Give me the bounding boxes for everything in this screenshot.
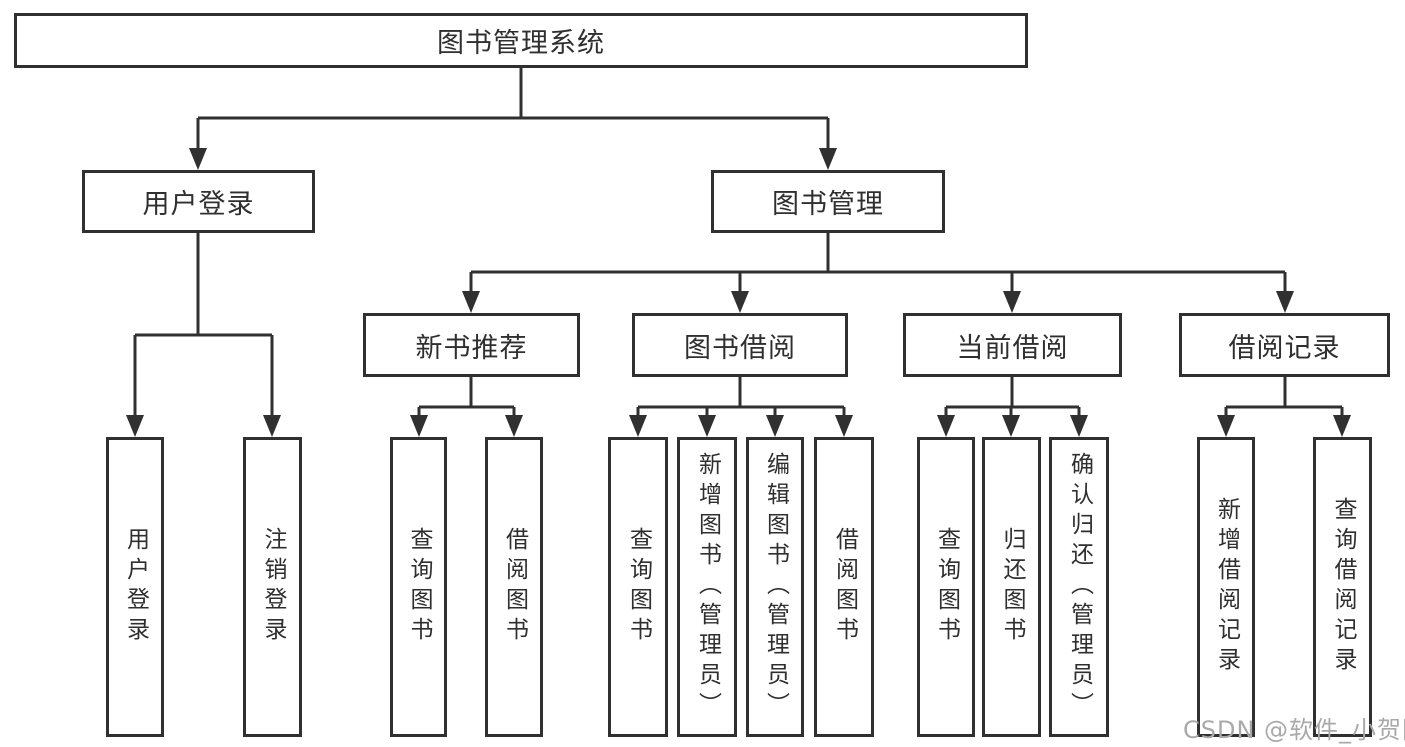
node-book-management: 图书管理 xyxy=(711,170,945,233)
node-label: 图书管理系统 xyxy=(437,28,605,59)
leaf-logout-login: 注销登录 xyxy=(243,437,302,737)
node-borrowing-records: 借阅记录 xyxy=(1179,313,1390,377)
node-label: 注销登录 xyxy=(260,527,286,647)
node-label: 新书推荐 xyxy=(415,332,528,364)
connector-root-to-level2 xyxy=(189,68,837,170)
node-label: 图书借阅 xyxy=(684,332,796,364)
watermark: CSDN @软件_小贺同学 xyxy=(1183,716,1405,744)
connector-new-book-recommend-to-children xyxy=(410,377,523,437)
node-label: 用户登录 xyxy=(122,527,149,647)
node-label: 图书管理 xyxy=(772,189,884,220)
connector-borrowing-records-to-children xyxy=(1217,377,1351,437)
node-label: 归还图书 xyxy=(999,527,1025,647)
leaf-edit-books-admin: 编辑图书（管理员） xyxy=(746,437,804,737)
leaf-query-books-recommend: 查询图书 xyxy=(390,437,447,737)
node-book-borrowing: 图书借阅 xyxy=(632,313,848,377)
leaf-add-books-admin: 新增图书（管理员） xyxy=(677,437,737,737)
node-label: 查询图书 xyxy=(933,527,960,647)
leaf-confirm-return-admin: 确认归还（管理员） xyxy=(1049,437,1109,737)
node-label: 查询借阅记录 xyxy=(1330,497,1356,677)
leaf-borrow-books-recommend: 借阅图书 xyxy=(485,437,543,737)
node-library-management-system: 图书管理系统 xyxy=(14,13,1028,68)
node-new-book-recommend: 新书推荐 xyxy=(363,313,580,377)
leaf-query-books-current: 查询图书 xyxy=(917,437,975,737)
node-label: 新增图书（管理员） xyxy=(694,452,721,722)
node-label: 用户登录 xyxy=(142,189,255,220)
node-user-login: 用户登录 xyxy=(82,170,315,233)
leaf-query-books-borrowing: 查询图书 xyxy=(608,437,668,737)
leaf-user-login: 用户登录 xyxy=(106,437,164,737)
connector-user-login-to-children xyxy=(126,233,281,437)
node-label: 编辑图书（管理员） xyxy=(762,452,789,722)
node-label: 查询图书 xyxy=(406,527,432,647)
connector-book-borrowing-to-children xyxy=(629,377,853,437)
node-label: 借阅记录 xyxy=(1228,332,1341,364)
leaf-borrow-books: 借阅图书 xyxy=(814,437,874,737)
node-label: 新增借阅记录 xyxy=(1213,497,1240,677)
connector-current-borrowing-to-children xyxy=(937,377,1088,437)
leaf-query-borrow-record: 查询借阅记录 xyxy=(1313,437,1372,737)
node-label: 借阅图书 xyxy=(501,527,528,647)
node-label: 当前借阅 xyxy=(956,332,1069,364)
leaf-return-books: 归还图书 xyxy=(982,437,1041,737)
node-current-borrowing: 当前借阅 xyxy=(903,313,1122,377)
connector-book-management-to-level3 xyxy=(462,233,1294,313)
node-label: 借阅图书 xyxy=(831,527,858,647)
node-label: 查询图书 xyxy=(625,527,652,647)
node-label: 确认归还（管理员） xyxy=(1066,452,1093,722)
leaf-add-borrow-record: 新增借阅记录 xyxy=(1197,437,1255,737)
